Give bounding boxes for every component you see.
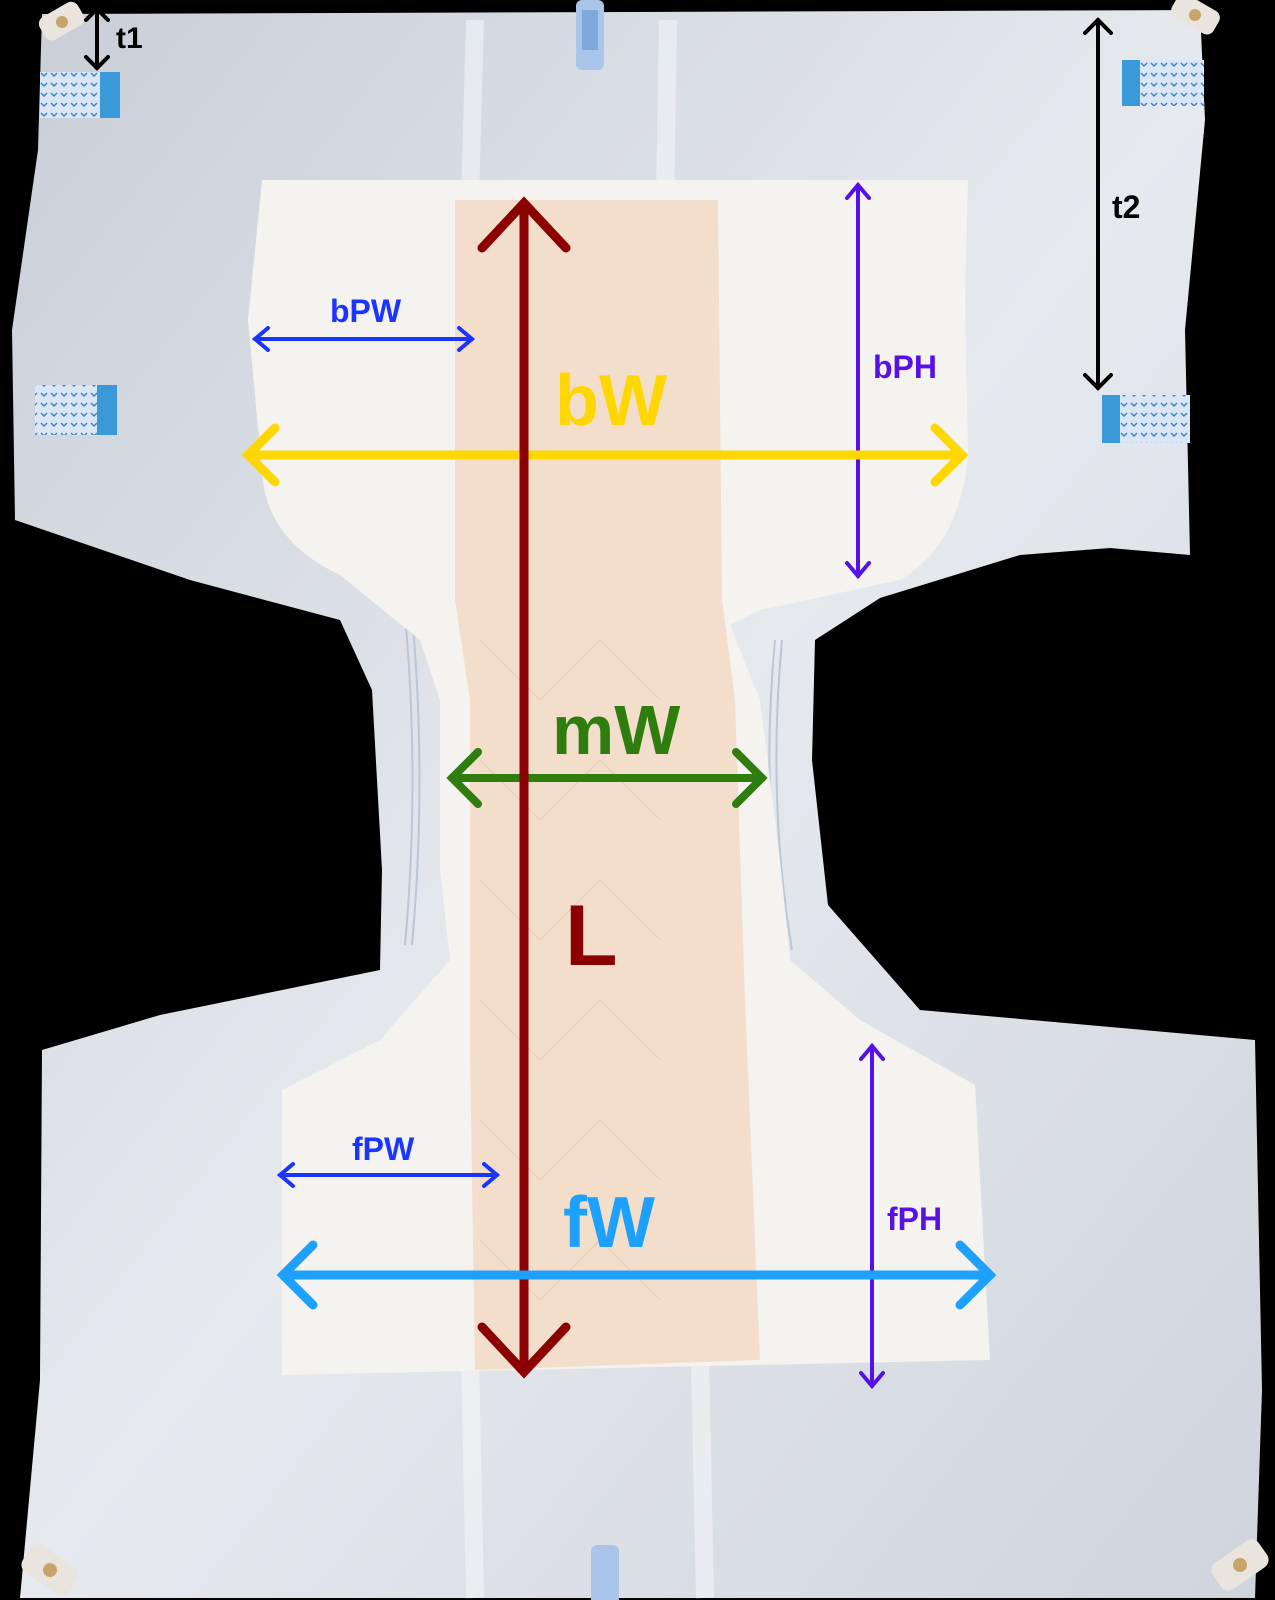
bPH-label: bPH (873, 349, 937, 385)
clip-icon (1211, 1539, 1269, 1591)
clip-icon (576, 0, 604, 70)
t2-arrow (1083, 17, 1113, 391)
t1-label: t1 (116, 22, 143, 55)
clip-icon (591, 1545, 619, 1600)
clip-icon (1171, 0, 1220, 35)
bPW-label: bPW (330, 293, 402, 329)
fastening-tapes (35, 60, 1204, 443)
clips (21, 0, 1269, 1600)
fW-label: fW (563, 1183, 655, 1263)
L-arrow (477, 196, 571, 1379)
fPH-arrow (859, 1042, 885, 1390)
fPH-label: fPH (887, 1201, 942, 1237)
shell-seams (461, 19, 714, 1599)
fPW-arrow (276, 1162, 501, 1188)
absorbent-core (455, 200, 760, 1370)
L-label: L (565, 888, 618, 984)
bW-label: bW (555, 361, 667, 441)
bPH-arrow (845, 181, 871, 580)
mW-arrow (446, 748, 768, 808)
fPW-label: fPW (352, 1131, 415, 1167)
bW-arrow (241, 423, 969, 487)
t1-arrow (84, 6, 110, 71)
t2-label: t2 (1112, 189, 1140, 225)
fW-arrow (276, 1240, 997, 1310)
quilt-texture (479, 639, 661, 1301)
bPW-arrow (251, 326, 476, 352)
clip-icon (38, 1, 85, 41)
clip-icon (21, 1544, 79, 1596)
mW-label: mW (552, 691, 680, 769)
